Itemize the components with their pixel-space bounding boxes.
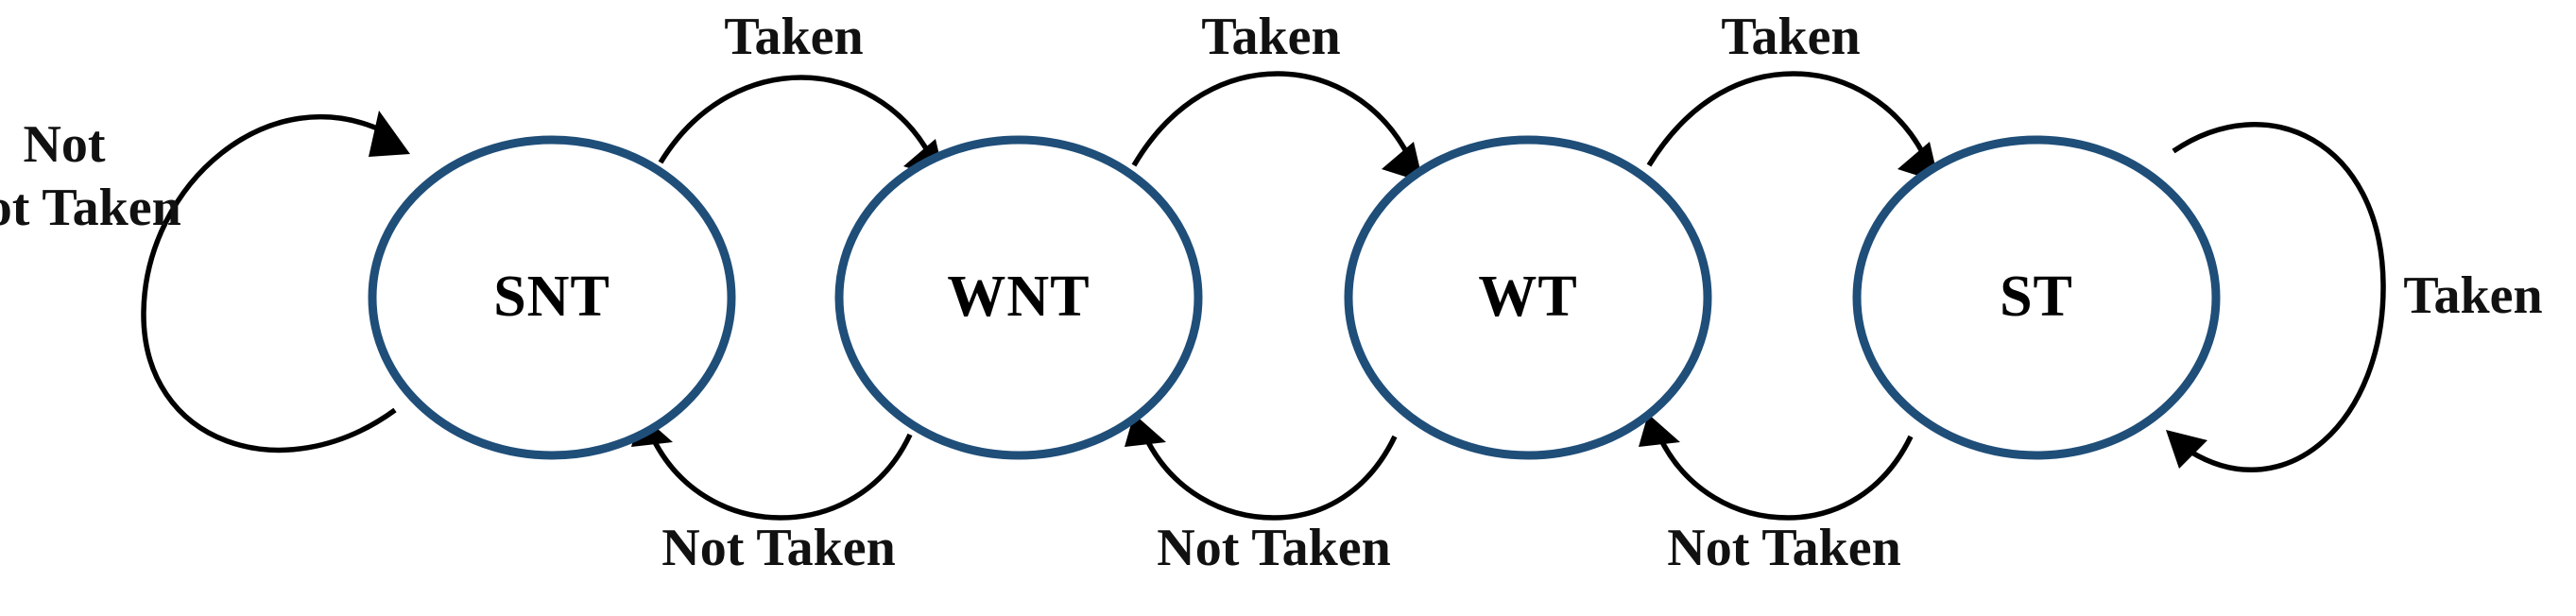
state-label-st: ST [2000, 265, 2073, 329]
state-label-snt: SNT [493, 265, 610, 329]
state-circle-wnt [834, 135, 1203, 460]
transition-snt-self-not-taken[interactable] [141, 111, 410, 453]
state-circle-snt [368, 135, 736, 460]
edge-label-wnt-to-wt-taken: Taken [1201, 8, 1340, 66]
edge-path-wnt-to-snt [649, 433, 913, 521]
arrowhead-st-to-wt [1639, 414, 1680, 447]
edge-path-snt-self [141, 113, 397, 453]
state-node-snt[interactable]: SNT [368, 135, 736, 460]
edge-path-st-to-wt [1657, 435, 1914, 521]
edge-label-wnt-to-snt-not-taken: Not Taken [661, 519, 895, 577]
arrowhead-snt-self [369, 111, 410, 157]
edge-label-wt-to-st-taken: Taken [1721, 8, 1860, 66]
state-node-wnt[interactable]: WNT [834, 135, 1203, 460]
transition-st-to-wt-not-taken[interactable] [1639, 414, 1914, 521]
edge-label-snt-self-line1: Not [23, 115, 105, 174]
state-node-st[interactable]: ST [1852, 135, 2221, 460]
state-node-wt[interactable]: WT [1344, 135, 1712, 460]
edge-path-wt-to-wnt [1142, 435, 1398, 521]
edge-label-snt-self-not-taken: Not Not Taken [0, 115, 181, 237]
arrowhead-st-self [2166, 430, 2207, 469]
edge-path-wnt-to-wt [1131, 71, 1413, 167]
edge-label-snt-to-wnt-taken: Taken [724, 8, 863, 66]
edge-label-st-to-wt-not-taken: Not Taken [1667, 519, 1900, 577]
edge-label-st-self-taken: Taken [2403, 266, 2542, 325]
transition-wt-to-st-taken[interactable] [1646, 71, 1939, 182]
transition-wnt-to-wt-taken[interactable] [1131, 71, 1423, 182]
transition-st-self-taken[interactable] [2166, 122, 2386, 472]
state-label-wnt: WNT [947, 265, 1090, 329]
state-circle-wt [1344, 135, 1712, 460]
transition-wt-to-wnt-not-taken[interactable] [1125, 414, 1398, 521]
state-label-wt: WT [1478, 265, 1577, 329]
edge-path-wt-to-st [1646, 71, 1929, 167]
state-circle-st [1852, 135, 2221, 460]
transition-snt-to-wnt-taken[interactable] [658, 75, 945, 180]
edge-label-snt-self-line2: Not Taken [0, 179, 181, 237]
edge-label-wt-to-wnt-not-taken: Not Taken [1157, 519, 1390, 577]
transition-wnt-to-snt-not-taken[interactable] [631, 414, 913, 521]
edge-path-st-self [2172, 122, 2386, 472]
edge-path-snt-to-wnt [658, 75, 934, 164]
